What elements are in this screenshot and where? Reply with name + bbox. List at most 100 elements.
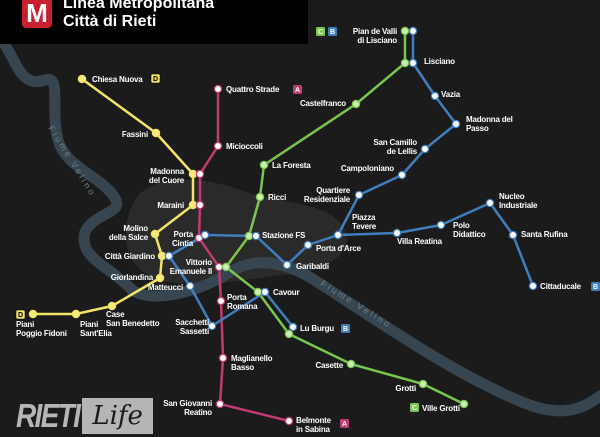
station-label-maraini[interactable]: Maraini [157,201,184,210]
station-label-santa-rufina[interactable]: Santa Rufina [521,230,568,239]
station-label-giorlandina[interactable]: Giorlandina [111,273,154,282]
station-dot[interactable] [155,273,165,283]
station-label-stazione-fs[interactable]: Stazione FS [262,231,306,240]
station-dot[interactable] [392,228,402,238]
station-dot[interactable] [420,144,430,154]
station-label-vazia[interactable]: Vazia [441,90,461,99]
station-dot[interactable] [408,58,418,68]
station-dot[interactable] [282,260,292,270]
station-dot[interactable] [346,359,356,369]
station-dot[interactable] [528,281,538,291]
station-label-castelfranco[interactable]: Castelfranco [300,99,347,108]
station-dot[interactable] [213,141,223,151]
station-dot[interactable] [288,322,298,332]
station-dot[interactable] [397,170,407,180]
station-dot[interactable] [253,287,263,297]
station-dot[interactable] [188,200,198,210]
station-dot[interactable] [71,309,81,319]
station-dot[interactable] [150,229,160,239]
station-dot[interactable] [185,281,195,291]
station-dot[interactable] [195,169,205,179]
station-dot[interactable] [430,91,440,101]
station-dot[interactable] [215,399,225,409]
station-dot[interactable] [451,119,461,129]
station-dot[interactable] [485,198,495,208]
station-dot[interactable] [418,379,428,389]
station-dot[interactable] [408,26,418,36]
station-dot[interactable] [251,231,261,241]
station-label-garibaldi[interactable]: Garibaldi [296,262,329,271]
station-label-porta-arce[interactable]: Porta d'Arce [316,244,362,253]
label-line: Molino [123,224,148,233]
station-dot[interactable] [28,309,38,319]
station-label-fassini[interactable]: Fassini [122,130,148,139]
station-dot[interactable] [400,58,410,68]
station-dot[interactable] [164,251,174,261]
station-dot[interactable] [213,84,223,94]
station-dot[interactable] [151,128,161,138]
station-dot[interactable] [195,200,205,210]
station-label-micioccoli[interactable]: Micioccoli [226,142,263,151]
station-dot[interactable] [107,301,117,311]
station-dot[interactable] [284,416,294,426]
station-dot[interactable] [188,169,198,179]
station-label-matteucci[interactable]: Matteucci [148,283,183,292]
station-dot[interactable] [244,231,254,241]
station-dot[interactable] [303,240,313,250]
station-label-citta-giardino[interactable]: Città Giardino [105,252,156,261]
station-label-grotti[interactable]: Grotti [395,384,416,393]
station-label-ricci[interactable]: Ricci [268,193,286,202]
station-label-cittaducale[interactable]: Cittaducale [540,282,582,291]
station-dot[interactable] [400,26,410,36]
station-dot[interactable] [260,287,270,297]
station-dot[interactable] [214,262,224,272]
station-label-ville-grotti[interactable]: Ville Grotti [422,404,460,413]
station-label-lu-burgu[interactable]: Lu Burgu [300,324,334,333]
station-label-chiesa-nuova[interactable]: Chiesa Nuova [92,75,143,84]
station-dot[interactable] [333,230,343,240]
station-label-quattro-strade[interactable]: Quattro Strade [226,85,280,94]
station-label-villa-reatina[interactable]: Villa Reatina [397,237,443,246]
station-dot[interactable] [259,160,269,170]
station-label-casette[interactable]: Casette [315,361,343,370]
station-dot[interactable] [157,251,167,261]
station-dot[interactable] [436,220,446,230]
station-dot[interactable] [200,230,210,240]
station-dot[interactable] [207,321,217,331]
station-dot[interactable] [216,296,226,306]
station-label-la-foresta[interactable]: La Foresta [272,161,311,170]
station-dot[interactable] [221,262,231,272]
metro-logo-icon: M [22,0,52,28]
station-label-campoloniano[interactable]: Campoloniano [341,164,395,173]
station-dot[interactable] [77,74,87,84]
station-dot[interactable] [508,230,518,240]
station-label-cavour[interactable]: Cavour [273,288,300,297]
svg-text:B: B [330,29,335,36]
station-dot[interactable] [218,353,228,363]
station-dot[interactable] [284,329,294,339]
station-dot[interactable] [255,192,265,202]
station-dot[interactable] [354,190,364,200]
station-label-lisciano[interactable]: Lisciano [424,57,455,66]
station-dot[interactable] [459,399,469,409]
station-dot[interactable] [351,99,361,109]
